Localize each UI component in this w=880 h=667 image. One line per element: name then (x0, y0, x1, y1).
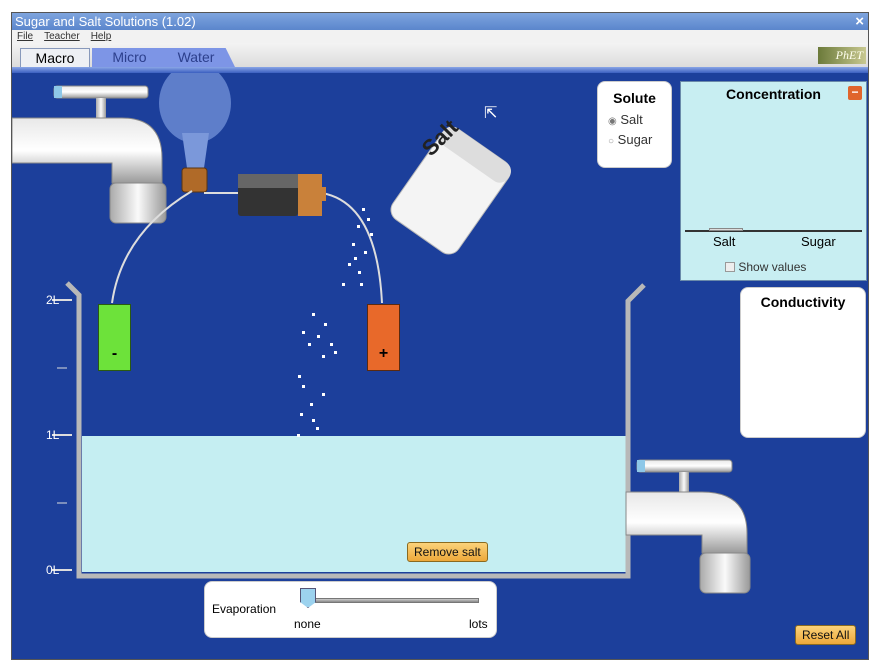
conductivity-title: Conductivity (760, 294, 846, 310)
tab-stripe (12, 67, 868, 73)
radio-sugar[interactable]: ○ Sugar (608, 132, 671, 147)
app-window: Sugar and Salt Solutions (1.02) × File Te… (11, 12, 869, 660)
title-bar: Sugar and Salt Solutions (1.02) × (12, 13, 868, 30)
salt-bar (709, 228, 743, 231)
close-icon[interactable]: × (855, 13, 864, 30)
input-faucet[interactable] (12, 85, 167, 224)
radio-salt-label: Salt (620, 112, 643, 127)
battery (238, 174, 326, 216)
evaporation-track[interactable] (309, 598, 479, 603)
positive-electrode[interactable]: + (367, 304, 400, 371)
light-bulb (159, 73, 231, 193)
checkbox-icon[interactable] (725, 262, 735, 272)
show-values-label: Show values (738, 260, 807, 274)
scale-1l: 1L (46, 428, 60, 442)
reset-all-button[interactable]: Reset All (795, 625, 857, 645)
solute-title: Solute (613, 90, 656, 106)
radio-sugar-label: Sugar (617, 132, 653, 147)
solute-panel: Solute ◉ Salt ○ Sugar (597, 81, 672, 168)
sugar-bar-label: Sugar (801, 234, 836, 249)
drain-faucet[interactable] (625, 459, 751, 594)
scale-2l: 2L (46, 293, 60, 307)
evaporation-label: Evaporation (212, 602, 277, 616)
remove-salt-button[interactable]: Remove salt (407, 542, 488, 562)
scale-0l: 0L (46, 563, 60, 577)
evaporation-panel: Evaporation none lots (204, 581, 497, 638)
concentration-title: Concentration (726, 86, 821, 102)
radio-salt[interactable]: ◉ Salt (608, 112, 671, 127)
menu-help[interactable]: Help (90, 31, 112, 42)
cursor-icon: ⇱ (484, 105, 498, 122)
beaker (52, 281, 646, 579)
menu-file[interactable]: File (17, 31, 34, 42)
window-title: Sugar and Salt Solutions (1.02) (15, 14, 196, 29)
phet-logo: PhET (818, 47, 866, 64)
radio-unselected-icon[interactable]: ○ (608, 136, 615, 147)
evaporation-max: lots (469, 617, 488, 631)
radio-selected-icon[interactable]: ◉ (608, 116, 617, 127)
scene-drawing (12, 73, 751, 594)
menu-bar: File Teacher Help (12, 30, 868, 43)
negative-electrode[interactable]: - (98, 304, 131, 371)
evaporation-slider-thumb[interactable] (300, 588, 316, 608)
show-values-checkbox[interactable]: Show values (725, 260, 806, 274)
salt-shaker[interactable] (386, 123, 515, 259)
simulation-canvas: Salt ⇱ 2L 1L 0L - + Remove salt Solute ◉… (12, 73, 868, 659)
concentration-panel: Concentration − Salt Sugar Show values (680, 81, 867, 281)
conductivity-panel: Conductivity (740, 287, 866, 438)
evaporation-min: none (294, 617, 321, 631)
salt-crystals (297, 208, 373, 437)
tab-bar: Macro Micro Water PhET (12, 43, 868, 67)
tab-micro[interactable]: Micro (92, 48, 167, 67)
menu-teacher[interactable]: Teacher (44, 31, 80, 42)
bar-baseline (685, 230, 862, 232)
salt-bar-label: Salt (713, 234, 736, 249)
tab-macro[interactable]: Macro (20, 48, 90, 67)
minimize-icon[interactable]: − (848, 86, 862, 100)
tab-water[interactable]: Water (157, 48, 235, 67)
water (82, 436, 628, 572)
